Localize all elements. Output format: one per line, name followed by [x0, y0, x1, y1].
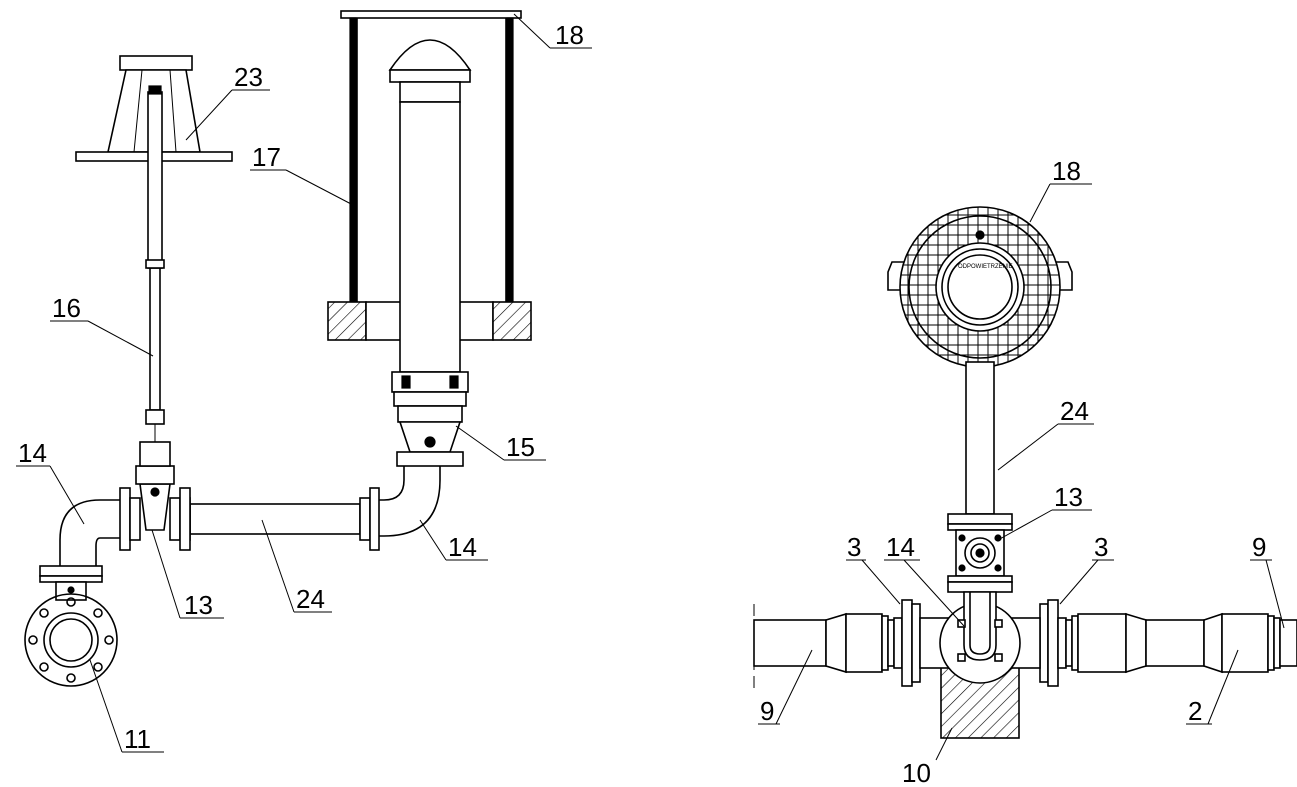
label-15: 15 — [506, 432, 535, 462]
elbow-14-left — [59, 499, 120, 566]
left-elevation-view: 18 23 17 16 14 15 14 13 24 11 — [16, 10, 592, 754]
label-14: 14 — [448, 532, 477, 562]
label-14: 14 — [886, 532, 915, 562]
label-3: 3 — [847, 532, 861, 562]
gate-valve-13 — [119, 424, 191, 551]
gate-valve-13-plan — [947, 513, 1013, 593]
air-valve-assembly-15 — [388, 39, 472, 467]
label-17: 17 — [252, 142, 281, 172]
pipe-24-vertical — [965, 361, 995, 515]
right-labels: 18 24 13 3 14 3 9 9 2 10 — [758, 156, 1285, 787]
flanged-end-11 — [24, 593, 118, 687]
pipe-24 — [181, 487, 380, 551]
label-11: 11 — [124, 724, 151, 754]
main-pipeline-9 — [753, 599, 1297, 694]
label-18: 18 — [555, 20, 584, 50]
label-13: 13 — [184, 590, 213, 620]
label-9: 9 — [1252, 532, 1266, 562]
flange-bottom — [39, 575, 103, 583]
label-10: 10 — [902, 758, 931, 787]
label-24: 24 — [1060, 396, 1089, 426]
extension-spindle-16 — [145, 85, 165, 425]
label-23: 23 — [234, 62, 263, 92]
grate-inscription: ODPOWIETRZENIE — [958, 264, 1013, 270]
tee-14 — [919, 591, 1041, 684]
label-3: 3 — [1094, 532, 1108, 562]
left-labels: 18 23 17 16 14 15 14 13 24 11 — [16, 13, 592, 754]
manhole-grate-18: ODPOWIETRZENIE — [887, 206, 1073, 368]
label-9: 9 — [760, 696, 774, 726]
elbow-14-right — [376, 466, 441, 537]
flange-top — [39, 565, 103, 577]
label-14: 14 — [18, 438, 47, 468]
label-16: 16 — [52, 293, 81, 323]
label-2: 2 — [1188, 696, 1202, 726]
label-13: 13 — [1054, 482, 1083, 512]
concrete-ring — [327, 301, 532, 341]
label-24: 24 — [296, 584, 325, 614]
right-plan-view: ODPOWIETRZENIE — [753, 156, 1297, 787]
label-18: 18 — [1052, 156, 1081, 186]
